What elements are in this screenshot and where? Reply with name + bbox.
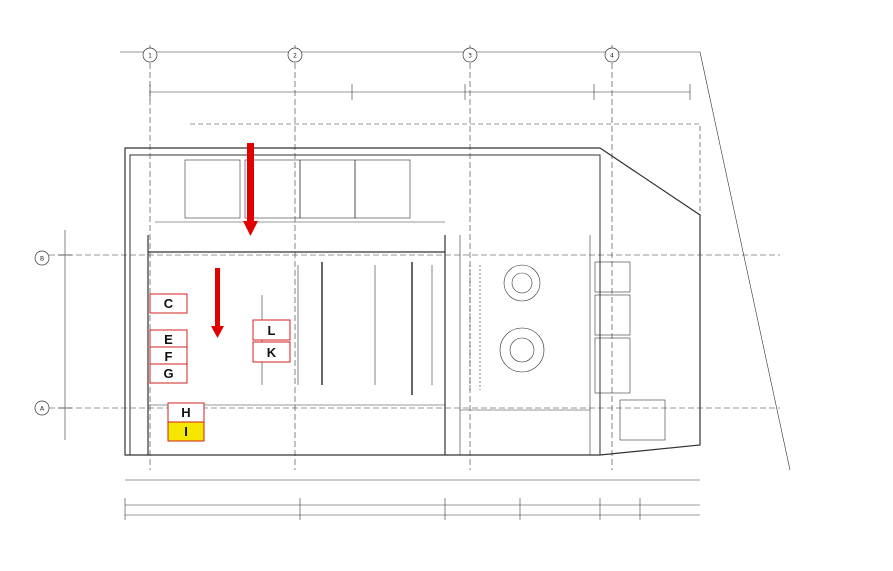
entry-arrow	[243, 143, 258, 236]
svg-text:I: I	[184, 424, 188, 439]
column-label: 4	[610, 53, 614, 60]
unit-label-h: H	[167, 402, 205, 423]
unit-label-l: L	[252, 319, 291, 341]
unit-label-f: F	[149, 346, 188, 367]
grid-axis-columns: 1 2 3 4	[142, 47, 620, 63]
grid-bubble-column: 3	[462, 47, 478, 63]
grid-bubble-column: 1	[142, 47, 158, 63]
entry-arrow	[211, 268, 224, 338]
row-label: B	[40, 256, 44, 263]
unit-label-e: E	[149, 329, 188, 350]
grid-bubble-column: 2	[287, 47, 303, 63]
svg-text:L: L	[268, 323, 276, 338]
grid-bubble-row: A	[34, 400, 50, 416]
column-label: 2	[293, 53, 297, 60]
svg-text:H: H	[181, 405, 190, 420]
svg-text:F: F	[165, 349, 173, 364]
svg-text:K: K	[267, 345, 277, 360]
column-label: 3	[468, 53, 472, 60]
row-label: A	[40, 406, 45, 413]
grid-bubble-column: 4	[604, 47, 620, 63]
unit-label-c: C	[149, 293, 188, 314]
grid-bubble-row: B	[34, 250, 50, 266]
unit-label-k: K	[252, 341, 291, 363]
unit-labels: H I C E F G L K	[149, 293, 291, 442]
svg-text:E: E	[164, 332, 173, 347]
svg-text:G: G	[163, 366, 173, 381]
unit-label-i: I	[167, 421, 205, 442]
column-label: 1	[148, 53, 152, 60]
unit-label-g: G	[149, 363, 188, 384]
grid-axis-rows: B A	[34, 250, 50, 416]
svg-text:C: C	[164, 296, 174, 311]
